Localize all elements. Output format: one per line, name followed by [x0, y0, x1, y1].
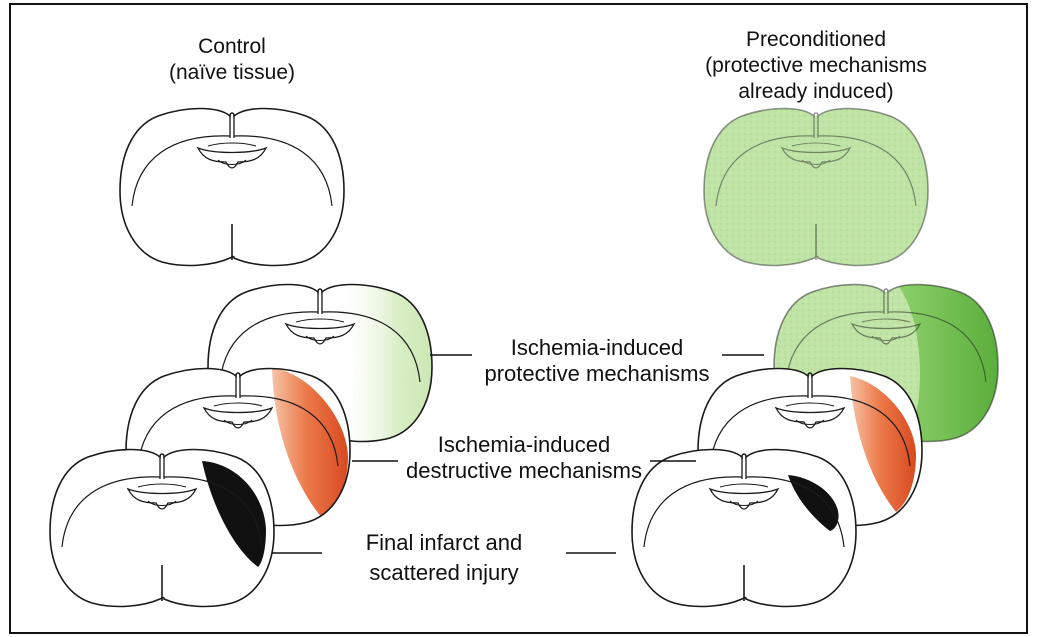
control-subtitle: (naïve tissue) — [169, 61, 295, 84]
control-brain — [120, 109, 344, 266]
protective-label-line1: Ischemia-induced — [511, 335, 683, 360]
protective-label-line2: protective mechanisms — [485, 361, 710, 386]
preconditioned-infarct-brain — [624, 437, 864, 617]
infarct-label-line2: scattered injury — [369, 560, 518, 585]
preconditioned-subtitle-line2: already induced) — [738, 80, 893, 103]
preconditioned-title: Preconditioned — [746, 28, 886, 51]
control-title: Control — [198, 35, 266, 58]
infarct-label-line1: Final infarct and — [366, 530, 523, 555]
destructive-label-line1: Ischemia-induced — [438, 432, 610, 457]
control-infarct-brain — [42, 437, 282, 617]
destructive-label-line2: destructive mechanisms — [406, 458, 642, 483]
preconditioned-brain — [696, 96, 936, 276]
preconditioned-subtitle-line1: (protective mechanisms — [705, 54, 927, 77]
